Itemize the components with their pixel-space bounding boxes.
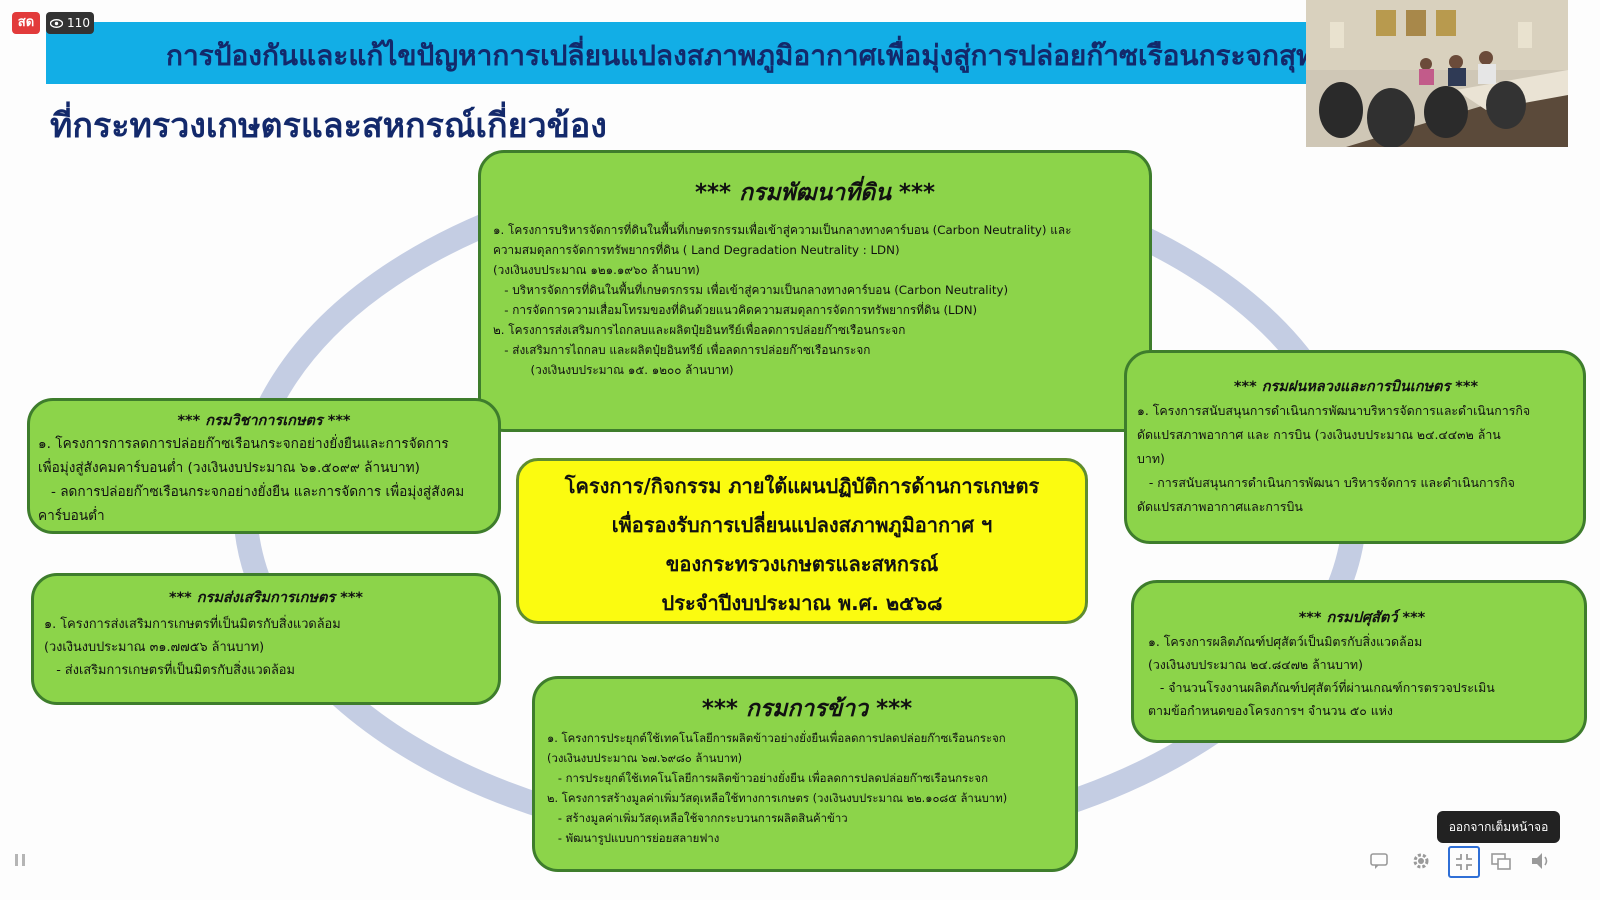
center-summary-box: โครงการ/กิจกรรม ภายใต้แผนปฏิบัติการด้านก… [516, 458, 1088, 624]
box-agricultural-extension: *** กรมส่งเสริมการเกษตร *** ๑. โครงการส่… [31, 573, 501, 705]
box-line: - การสนับสนุนการดำเนินการพัฒนา บริหารจัด… [1137, 475, 1515, 490]
box-line: - จำนวนโรงงานผลิตภัณฑ์ปศุสัตว์ที่ผ่านเกณ… [1148, 680, 1495, 695]
box-line: - ลดการปล่อยก๊าซเรือนกระจกอย่างยั่งยืน แ… [38, 484, 465, 500]
box-line: - พัฒนารูปแบบการย่อยสลายฟาง [547, 831, 720, 845]
box-line: ๑. โครงการประยุกต์ใช้เทคโนโลยีการผลิตข้า… [547, 731, 1006, 745]
box-line: ดัดแปรสภาพอากาศ และ การบิน (วงเงินงบประม… [1137, 427, 1501, 442]
volume-button[interactable] [1528, 848, 1554, 874]
box-line: ๑. โครงการสนับสนุนการดำเนินการพัฒนาบริหา… [1137, 403, 1531, 418]
box-agricultural-academic: *** กรมวิชาการเกษตร *** ๑. โครงการการลดก… [27, 398, 501, 534]
viewer-count-badge: 110 [46, 12, 94, 34]
box-line: ๒. โครงการสร้างมูลค่าเพิ่มวัสดุเหลือใช้ท… [547, 791, 1008, 805]
box-livestock-development: *** กรมปศุสัตว์ *** ๑. โครงการผลิตภัณฑ์ป… [1131, 580, 1587, 743]
box-royal-rainmaking: *** กรมฝนหลวงและการบินเกษตร *** ๑. โครงก… [1124, 350, 1586, 544]
box-title: *** กรมวิชาการเกษตร *** [177, 413, 351, 429]
meeting-room-video [1306, 0, 1568, 147]
box-title: *** กรมปศุสัตว์ *** [1298, 610, 1426, 626]
box-line: เพื่อมุ่งสู่สังคมคาร์บอนต่ำ (วงเงินงบประ… [38, 460, 420, 476]
box-title: *** กรมฝนหลวงและการบินเกษตร *** [1233, 379, 1479, 395]
exit-fullscreen-icon [1456, 854, 1472, 870]
box-line: (วงเงินงบประมาณ ๑๒๑.๑๙๖๐ ล้านบาท) [493, 263, 700, 277]
box-line: ๒. โครงการส่งเสริมการไถกลบและผลิตปุ๋ยอิน… [493, 323, 906, 337]
box-line: - บริหารจัดการที่ดินในพื้นที่เกษตรกรรม เ… [493, 283, 1009, 297]
box-line: ดัดแปรสภาพอากาศและการบิน [1137, 499, 1303, 514]
exit-fullscreen-tooltip: ออกจากเต็มหน้าจอ [1437, 811, 1560, 843]
box-line: - การจัดการความเสื่อมโทรมของที่ดินด้วยแน… [493, 303, 978, 317]
box-line: ตามข้อกำหนดของโครงการฯ จำนวน ๕๐ แห่ง [1148, 703, 1393, 718]
box-title: *** กรมการข้าว *** [701, 696, 913, 722]
window-mode-button[interactable] [1488, 848, 1514, 874]
page-subtitle: ที่กระทรวงเกษตรและสหกรณ์เกี่ยวข้อง [50, 106, 607, 146]
center-line: ของกระทรวงเกษตรและสหกรณ์ [665, 552, 939, 576]
exit-fullscreen-button[interactable] [1448, 846, 1480, 878]
chat-icon [1370, 853, 1388, 869]
settings-button[interactable] [1408, 848, 1434, 874]
participant-video[interactable] [1306, 0, 1568, 147]
gear-icon [1413, 853, 1429, 869]
box-line: ๑. โครงการการลดการปล่อยก๊าซเรือนกระจกอย่… [38, 436, 449, 452]
center-line: โครงการ/กิจกรรม ภายใต้แผนปฏิบัติการด้านก… [564, 474, 1040, 498]
box-line: ๑. โครงการบริหารจัดการที่ดินในพื้นที่เกษ… [493, 223, 1072, 237]
window-icon [1491, 853, 1511, 870]
box-line: ๑. โครงการผลิตภัณฑ์ปศุสัตว์เป็นมิตรกับสิ… [1148, 634, 1423, 649]
box-line: (วงเงินงบประมาณ ๑๕. ๑๒๐๐ ล้านบาท) [493, 363, 734, 377]
box-line: (วงเงินงบประมาณ ๒๔.๘๔๗๒ ล้านบาท) [1148, 657, 1363, 672]
chat-button[interactable] [1366, 848, 1392, 874]
box-rice-department: *** กรมการข้าว *** ๑. โครงการประยุกต์ใช้… [532, 676, 1078, 872]
box-title: *** กรมส่งเสริมการเกษตร *** [168, 590, 363, 606]
volume-icon [1532, 853, 1548, 869]
box-land-development: *** กรมพัฒนาที่ดิน *** ๑. โครงการบริหารจ… [478, 150, 1152, 432]
title-band: การป้องกันและแก้ไขปัญหาการเปลี่ยนแปลงสภา… [46, 22, 1346, 84]
pause-icon[interactable] [12, 852, 28, 868]
box-line: - ส่งเสริมการเกษตรที่เป็นมิตรกับสิ่งแวดล… [44, 663, 295, 678]
center-line: ประจำปีงบประมาณ พ.ศ. ๒๕๖๘ [661, 591, 943, 615]
box-line: (วงเงินงบประมาณ ๓๑.๗๗๕๖ ล้านบาท) [44, 640, 265, 655]
eye-icon [50, 18, 64, 28]
box-line: - สร้างมูลค่าเพิ่มวัสดุเหลือใช้จากกระบวน… [547, 811, 848, 825]
viewer-count: 110 [67, 16, 90, 30]
box-line: คาร์บอนต่ำ [38, 508, 105, 524]
box-line: (วงเงินงบประมาณ ๖๗.๖๙๘๐ ล้านบาท) [547, 751, 743, 765]
page-title: การป้องกันและแก้ไขปัญหาการเปลี่ยนแปลงสภา… [166, 39, 1332, 72]
center-line: เพื่อรองรับการเปลี่ยนแปลงสภาพภูมิอากาศ ฯ [611, 513, 993, 537]
box-line: - การประยุกต์ใช้เทคโนโลยีการผลิตข้าวอย่า… [547, 771, 988, 785]
box-title: *** กรมพัฒนาที่ดิน *** [694, 180, 936, 206]
box-line: - ส่งเสริมการไถกลบ และผลิตปุ๋ยอินทรีย์ เ… [493, 343, 871, 357]
live-badge: สด [12, 12, 40, 34]
box-line: ๑. โครงการส่งเสริมการเกษตรที่เป็นมิตรกับ… [44, 617, 341, 632]
box-line: ความสมดุลการจัดการทรัพยากรที่ดิน ( Land … [493, 243, 900, 257]
box-line: บาท) [1137, 451, 1165, 466]
